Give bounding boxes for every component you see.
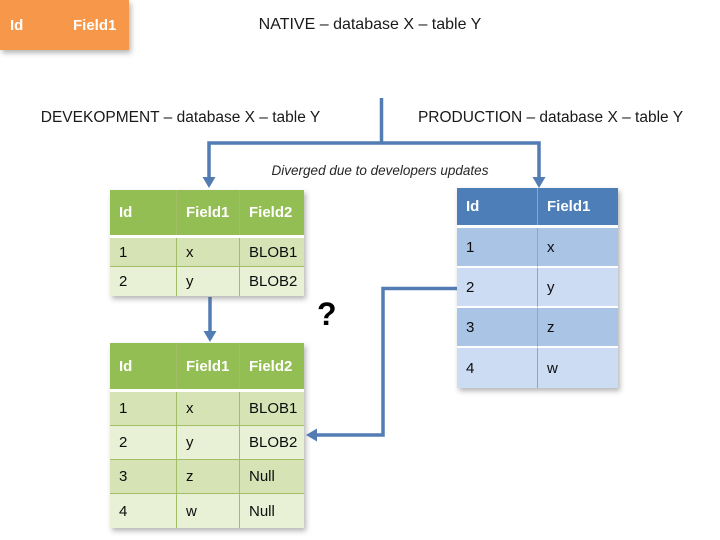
column-header: Id: [457, 188, 538, 225]
column-header: Field1: [177, 190, 240, 235]
table-cell: z: [177, 460, 240, 494]
table-header-row: Id Field1: [457, 188, 618, 228]
table-cell: BLOB1: [240, 238, 304, 267]
arrowhead-to-production-icon: [532, 177, 546, 188]
column-header: Field1: [547, 198, 591, 215]
column-header: Field1: [177, 343, 240, 389]
production-label: PRODUCTION – database X – table Y: [417, 109, 684, 126]
table-cell: 1: [110, 238, 177, 267]
question-mark: ?: [317, 296, 337, 332]
table-cell: BLOB2: [240, 426, 304, 460]
arrowhead-to-development-icon: [202, 177, 216, 188]
table-row: 2 y: [457, 268, 618, 308]
table-cell: 3: [110, 460, 177, 494]
table-header-row: Id Field1 Field2: [110, 343, 304, 392]
table-cell: w: [547, 359, 558, 377]
column-header: Id: [110, 190, 177, 235]
column-header: Field1: [73, 16, 117, 34]
table-row: 4 w Null: [110, 494, 304, 528]
table-cell: BLOB2: [249, 273, 298, 290]
table-cell: 2: [457, 268, 538, 308]
development-label: DEVEKOPMENT – database X – table Y: [40, 109, 321, 126]
column-header: Field2: [249, 357, 293, 375]
table-cell: 2: [110, 267, 177, 296]
table-cell: BLOB1: [240, 392, 304, 426]
native-table-label: NATIVE – database X – table Y: [258, 16, 482, 33]
table-row: 3 z Null: [110, 460, 304, 494]
table-cell: x: [177, 238, 240, 267]
table-cell: y: [177, 267, 240, 296]
table-cell: 1: [110, 392, 177, 426]
table-cell: w: [177, 494, 240, 528]
column-header: Id: [10, 16, 24, 34]
table-cell: 3: [457, 308, 538, 348]
development-table-current: Id Field1 Field2 1 x BLOB1 2 y BLOB2: [110, 190, 304, 296]
table-cell: z: [538, 308, 618, 348]
table-cell: 4: [110, 494, 177, 528]
table-row: 2 y BLOB2: [110, 426, 304, 460]
arrowhead-into-dev-updated-row-icon: [306, 428, 317, 442]
column-header: Id: [110, 343, 177, 389]
table-row: 3 z: [457, 308, 618, 348]
diverged-note: Diverged due to developers updates: [271, 163, 489, 178]
column-header: Field2: [249, 204, 293, 221]
table-row: 1 x BLOB1: [110, 392, 304, 426]
table-row: 1 x: [457, 228, 618, 268]
table-cell: Null: [240, 460, 304, 494]
table-header-row: Id Field1 Field2: [110, 190, 304, 238]
table-cell: 1: [457, 228, 538, 268]
table-cell: 2: [110, 426, 177, 460]
connector-production-to-dev-updated: [317, 286, 457, 437]
table-cell: x: [177, 392, 240, 426]
table-row: 1 x BLOB1: [110, 238, 304, 267]
arrowhead-to-dev-updated-icon: [203, 331, 217, 342]
table-cell: 4: [457, 348, 538, 388]
table-cell: x: [538, 228, 618, 268]
table-row: 4 w: [457, 348, 618, 388]
table-cell: y: [177, 426, 240, 460]
table-cell: Null: [249, 502, 275, 520]
table-row: 2 y BLOB2: [110, 267, 304, 296]
production-table: Id Field1 1 x 2 y 3 z 4 w: [457, 188, 618, 388]
development-table-updated: Id Field1 Field2 1 x BLOB1 2 y BLOB2 3 z…: [110, 343, 304, 528]
table-cell: y: [538, 268, 618, 308]
native-table: Id Field1: [0, 0, 129, 50]
